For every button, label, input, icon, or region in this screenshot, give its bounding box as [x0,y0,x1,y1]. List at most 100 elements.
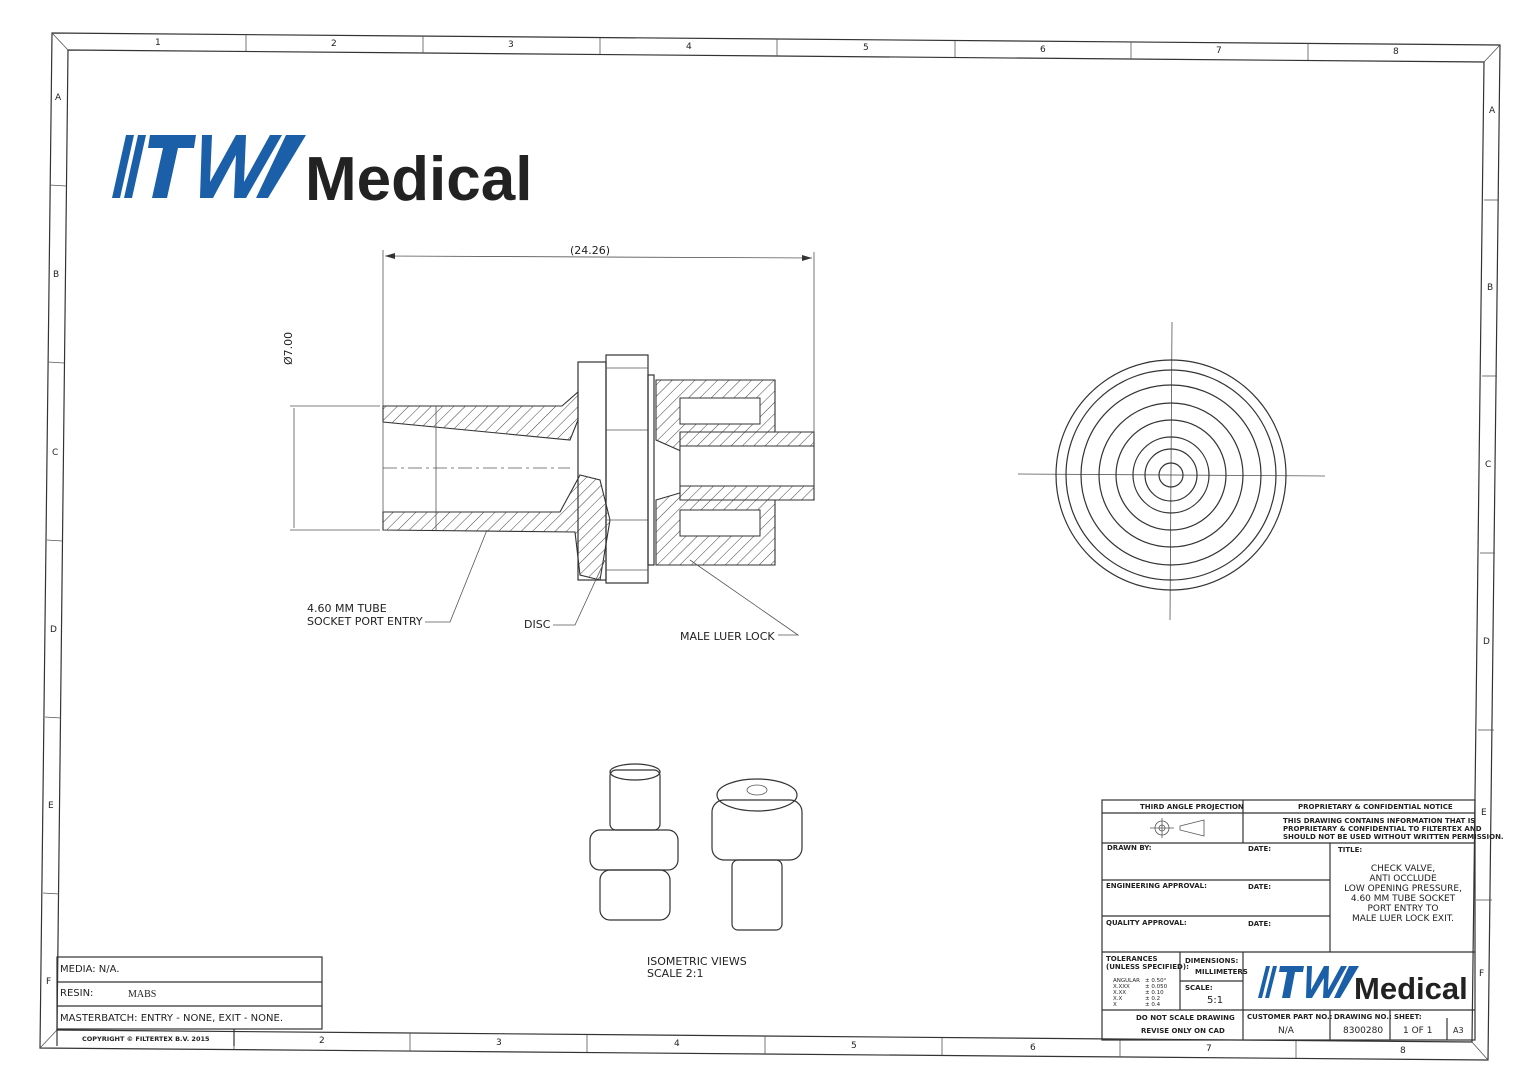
diameter-dimension: Ø7.00 [282,332,295,365]
masterbatch-field: MASTERBATCH: ENTRY - NONE, EXIT - NONE. [60,1013,283,1024]
third-angle-projection-icon [1150,818,1205,838]
drawing-frame: 1 2 3 4 5 6 7 8 2 3 4 5 6 7 8 A B C D E … [39,32,1501,1061]
logo-wordmark-small: Medical [1354,971,1468,1006]
sheet-value: 1 OF 1 [1403,1026,1432,1036]
engineering-approval-label: ENGINEERING APPROVAL: [1106,882,1207,890]
tolerance-value: ± 0.2 [1145,996,1160,1002]
grid-col-bottom-5: 5 [851,1041,857,1051]
length-dimension: (24.26) [570,244,610,257]
tolerance-key: X.XX [1113,990,1126,996]
grid-col-bottom-2: 2 [319,1036,325,1046]
callout-male-luer-lock: MALE LUER LOCK [680,630,775,643]
tolerance-key: X [1113,1002,1117,1008]
tolerance-value: ± 0.50° [1145,978,1167,984]
resin-value: MABS [128,989,156,1000]
grid-row-c-right: C [1485,460,1491,470]
grid-row-a-right: A [1489,106,1496,116]
grid-row-c: C [52,448,58,458]
notice-line-1: THIS DRAWING CONTAINS INFORMATION THAT I… [1283,817,1475,825]
tolerance-key: X.XXX [1113,984,1130,990]
quality-approval-label: QUALITY APPROVAL: [1106,919,1187,927]
grid-labels: 1 2 3 4 5 6 7 8 2 3 4 5 6 7 8 A B C D E … [46,38,1496,1056]
dimensions-label: DIMENSIONS: [1185,957,1239,965]
tolerance-value: ± 0.4 [1145,1002,1161,1008]
grid-col-5: 5 [863,43,869,53]
callout-entry-line1: 4.60 MM TUBE [307,602,387,615]
projection-label: THIRD ANGLE PROJECTION [1140,803,1244,811]
grid-row-e: E [48,801,54,811]
callout-disc: DISC [524,618,551,631]
title-block: THIRD ANGLE PROJECTION PROPRIETARY & CON… [1101,799,1504,1041]
title-label: TITLE: [1338,846,1362,854]
itw-logo-mark [112,135,306,198]
grid-row-b: B [53,270,59,280]
section-view: (24.26) Ø7.00 4.60 MM TUBE SOCKET PORT E… [282,244,815,643]
grid-col-8: 8 [1393,47,1399,57]
drawn-date-label: DATE: [1248,845,1271,853]
callout-entry-line2: SOCKET PORT ENTRY [307,615,423,628]
grid-col-6: 6 [1040,45,1046,55]
grid-col-3: 3 [508,40,514,50]
do-not-scale-note: DO NOT SCALE DRAWING [1136,1014,1235,1022]
grid-col-bottom-7: 7 [1206,1044,1212,1054]
quality-date-label: DATE: [1248,920,1271,928]
tolerances-label: TOLERANCES [1106,955,1158,963]
notice-line-3: SHOULD NOT BE USED WITHOUT WRITTEN PERMI… [1283,833,1504,841]
itw-logo-mark-small [1258,966,1359,998]
grid-col-bottom-4: 4 [674,1039,680,1049]
grid-row-f-right: F [1479,969,1484,979]
grid-col-bottom-6: 6 [1030,1043,1036,1053]
itw-medical-logo: Medical [112,135,532,214]
tolerances-sublabel: (UNLESS SPECIFIED): [1106,963,1189,971]
logo-wordmark: Medical [305,145,532,214]
notice-line-2: PROPRIETARY & CONFIDENTIAL TO FILTERTEX … [1283,825,1482,833]
scale-value: 5:1 [1207,995,1223,1006]
isometric-label: ISOMETRIC VIEWS [647,955,747,968]
tolerance-key: X.X [1113,996,1123,1002]
scale-label: SCALE: [1185,984,1213,992]
title-line-6: MALE LUER LOCK EXIT. [1352,914,1454,924]
grid-col-2: 2 [331,39,337,49]
grid-col-bottom-8: 8 [1400,1046,1406,1056]
grid-col-4: 4 [686,42,692,52]
grid-col-1: 1 [155,38,161,48]
grid-row-e-right: E [1481,808,1487,818]
notice-header: PROPRIETARY & CONFIDENTIAL NOTICE [1298,803,1453,811]
tolerance-value: ± 0.10 [1145,990,1164,996]
title-line-2: ANTI OCCLUDE [1369,874,1437,884]
drawn-by-label: DRAWN BY: [1107,844,1152,852]
sheet-size: A3 [1453,1026,1464,1035]
material-block: MEDIA: N/A. RESIN: MABS MASTERBATCH: ENT… [56,956,323,1046]
copyright-notice: COPYRIGHT © FILTERTEX B.V. 2015 [82,1035,210,1043]
isometric-scale: SCALE 2:1 [647,967,703,980]
drawing-number-value: 8300280 [1343,1026,1383,1036]
drawing-title: CHECK VALVE, ANTI OCCLUDE LOW OPENING PR… [1344,864,1462,924]
title-line-3: LOW OPENING PRESSURE, [1344,884,1462,894]
title-line-1: CHECK VALVE, [1371,864,1435,874]
media-field: MEDIA: N/A. [60,964,120,975]
drawing-number-label: DRAWING NO.: [1334,1013,1392,1021]
sheet-label: SHEET: [1394,1013,1422,1021]
revise-note: REVISE ONLY ON CAD [1141,1027,1225,1035]
engineering-date-label: DATE: [1248,883,1271,891]
title-line-4: 4.60 MM TUBE SOCKET [1351,894,1456,904]
resin-label: RESIN: [60,988,93,999]
end-view [1017,321,1326,621]
title-block-logo: Medical [1258,966,1468,1006]
grid-row-a: A [55,93,62,103]
grid-col-7: 7 [1216,46,1222,56]
grid-row-d: D [50,625,57,635]
title-line-5: PORT ENTRY TO [1367,904,1438,914]
tolerance-table: ANGULAR ± 0.50° X.XXX ± 0.050 X.XX ± 0.10 X… [1113,978,1168,1008]
grid-row-d-right: D [1483,637,1490,647]
customer-part-label: CUSTOMER PART NO.: [1247,1013,1333,1021]
tolerance-key: ANGULAR [1113,978,1140,984]
grid-row-f: F [46,977,51,987]
dimensions-value: MILLIMETERS [1195,968,1248,976]
customer-part-value: N/A [1278,1026,1295,1036]
grid-col-bottom-3: 3 [496,1038,502,1048]
isometric-views: ISOMETRIC VIEWS SCALE 2:1 [589,763,803,980]
tolerance-value: ± 0.050 [1145,984,1168,990]
grid-row-b-right: B [1487,283,1493,293]
